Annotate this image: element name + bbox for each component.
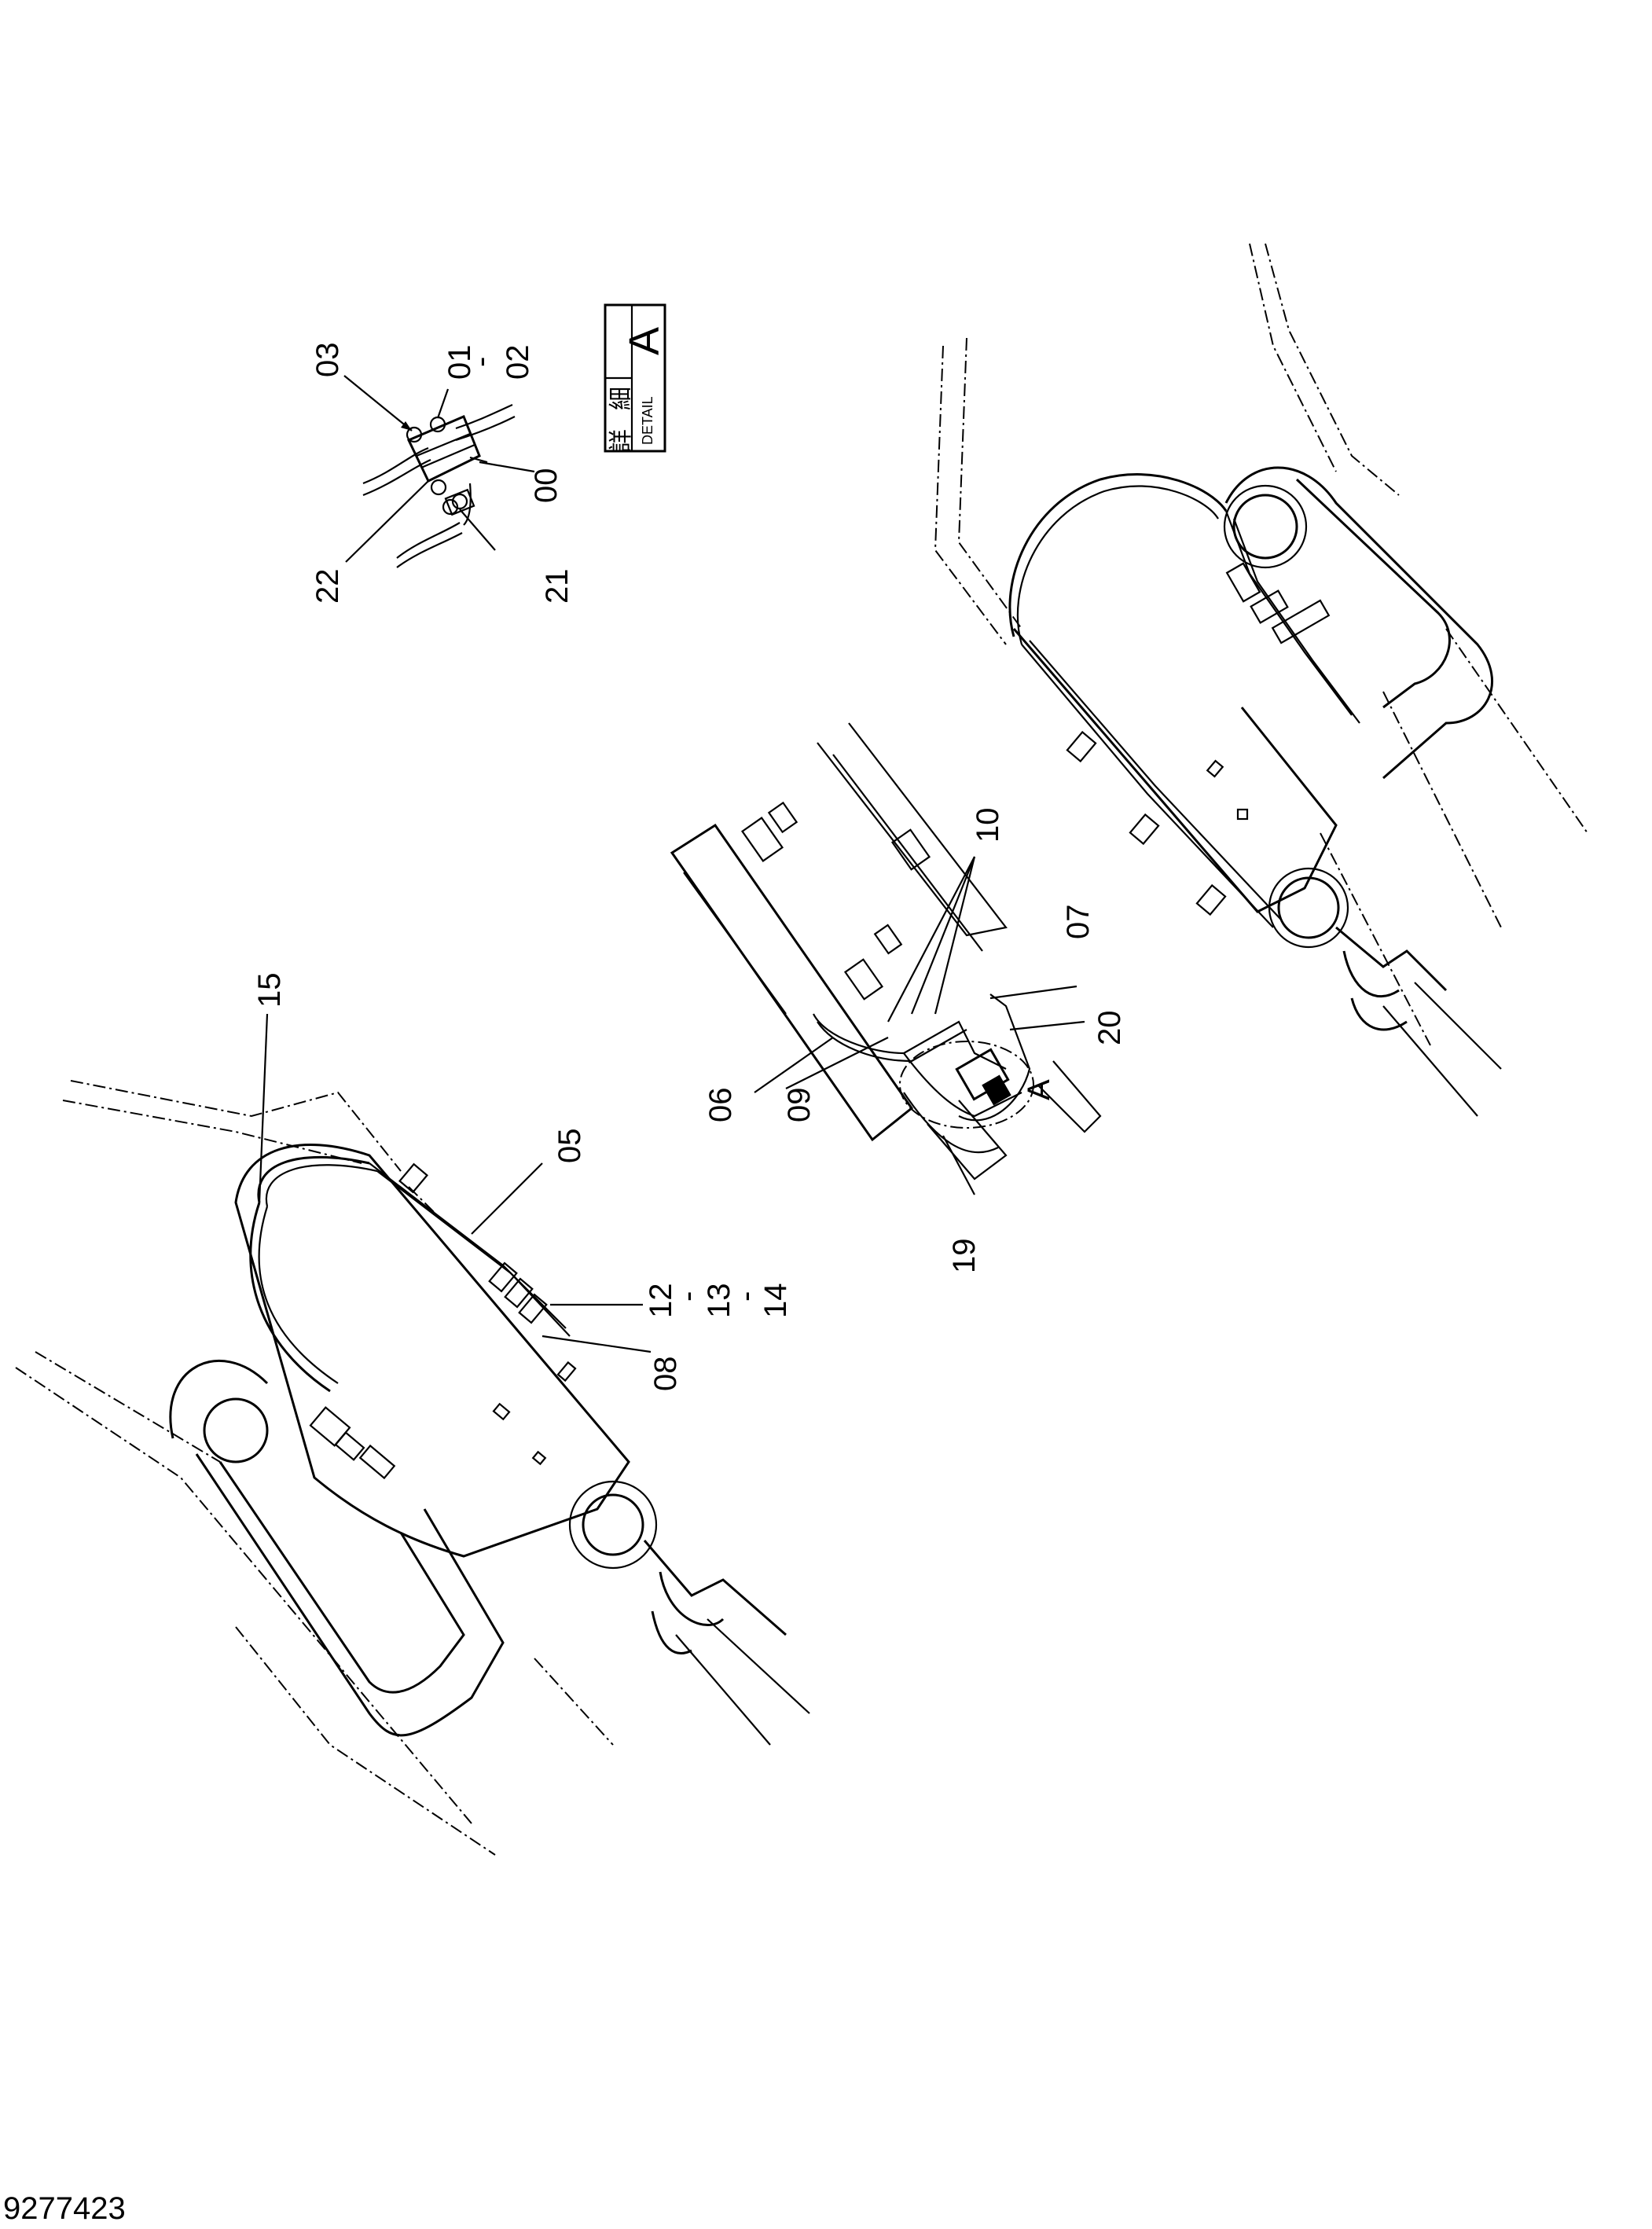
detail-a-valve-view (362, 403, 516, 568)
drawing-number: 9277423 (3, 2191, 126, 2226)
detail-a-box (604, 303, 666, 453)
detail-kanji-2: 細 (608, 387, 635, 410)
detail-word: DETAIL (640, 396, 655, 445)
callout-12: 12 (644, 1283, 678, 1319)
detail-a-leaders (343, 375, 535, 563)
callout-19: 19 (947, 1239, 982, 1274)
callout-13-dash: - (729, 1291, 763, 1302)
center-arm-assembly (670, 722, 1102, 1195)
callout-00: 00 (529, 468, 564, 504)
callout-labels: 03 01 - 02 00 22 21 15 05 12 - 13 - 14 0… (252, 343, 1127, 1392)
right-arm-assembly (934, 243, 1588, 1117)
callout-08: 08 (648, 1357, 683, 1392)
detail-letter: A (621, 327, 668, 355)
callout-01: 01 (442, 345, 477, 380)
callout-06: 06 (703, 1088, 738, 1123)
callout-09: 09 (782, 1088, 817, 1123)
callout-21: 21 (540, 569, 575, 604)
callout-02: 02 (501, 345, 535, 380)
detail-box-text: 詳 細 DETAIL A (608, 327, 668, 453)
detail-a-marker-label: A (1022, 1079, 1056, 1100)
callout-13: 13 (702, 1283, 736, 1319)
callout-12-dash: - (670, 1291, 705, 1302)
callout-03: 03 (310, 343, 345, 378)
callout-05: 05 (553, 1129, 587, 1164)
left-assembly-leaders (258, 1013, 652, 1353)
detail-kanji-1: 詳 (608, 429, 635, 453)
left-arm-assembly (15, 1080, 810, 1856)
callout-20: 20 (1092, 1011, 1127, 1046)
callout-07: 07 (1061, 905, 1096, 940)
callout-14: 14 (758, 1283, 793, 1319)
callout-15: 15 (252, 973, 287, 1008)
callout-22: 22 (310, 569, 345, 604)
callout-01-dash: - (464, 357, 498, 367)
callout-10: 10 (971, 808, 1005, 843)
